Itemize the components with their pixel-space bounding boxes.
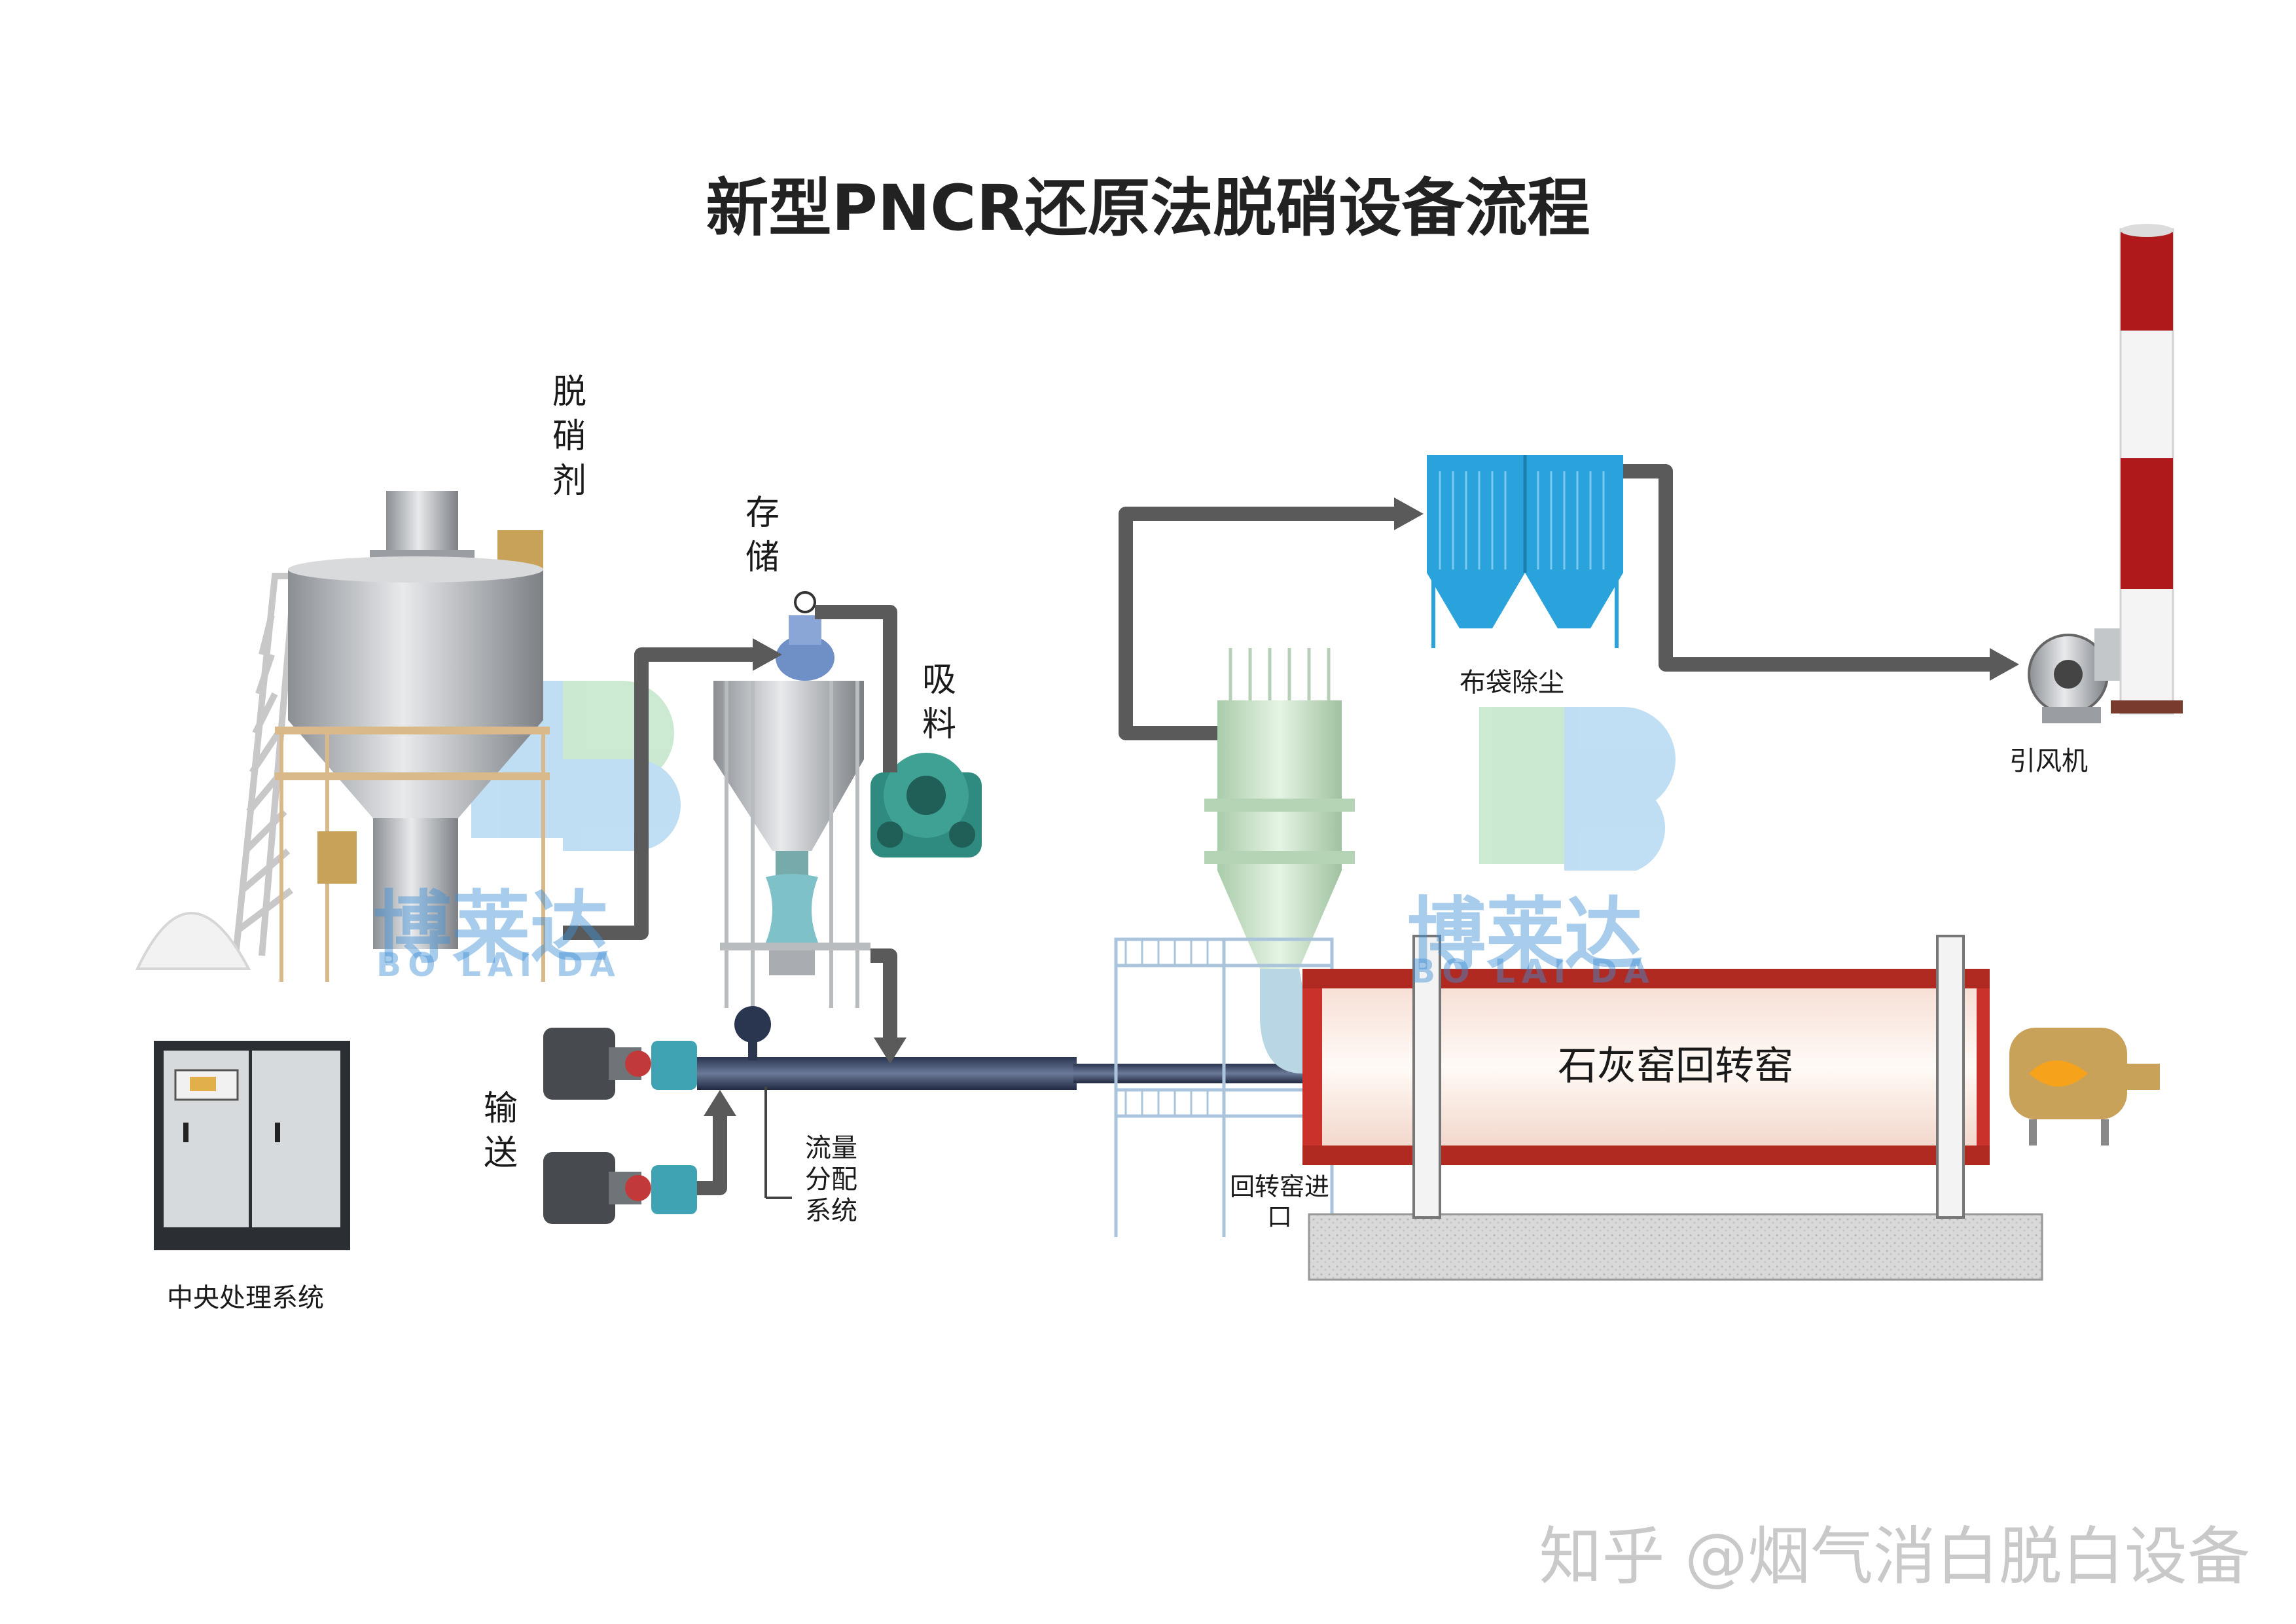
bag-filter: [1427, 455, 1623, 648]
chimney: [2111, 224, 2183, 715]
watermark-brand-en-left: BO LAI DA: [376, 946, 622, 984]
label-central-processing: 中央处理系统: [167, 1283, 324, 1313]
flow-pipes: [563, 464, 2019, 1195]
source-credit: 知乎 @烟气消白脱白设备: [1539, 1520, 2250, 1593]
reagent-silo: [135, 491, 550, 982]
label-suction: 吸料: [922, 660, 956, 744]
label-kiln: 石灰窑回转窑: [1558, 1043, 1793, 1089]
label-bag-filter: 布袋除尘: [1460, 668, 1564, 698]
burner: [2009, 1028, 2160, 1146]
label-reagent: 脱硝剂: [552, 372, 586, 501]
diagram-title: 新型PNCR还原法脱硝设备流程: [706, 171, 1590, 245]
rotary-kiln: [1302, 935, 2043, 1281]
pipe-cyclone-to-bagfilter: [1119, 507, 1394, 740]
label-kiln-inlet: 回转窑进口: [1229, 1172, 1329, 1231]
distribution-pipe: [697, 1006, 1322, 1199]
label-conveying: 输送: [483, 1089, 518, 1173]
conveying-pump-lower: [543, 1152, 697, 1224]
label-induced-fan: 引风机: [2009, 746, 2088, 776]
label-flow-distribution: 流量分配系统: [805, 1133, 857, 1226]
conveying-pump-upper: [543, 1028, 697, 1100]
central-processing-cabinet: [154, 1041, 350, 1250]
pipe-bagfilter-to-fan: [1623, 464, 1990, 672]
suction-fan: [870, 753, 982, 857]
watermark-brand-left: 博莱达: [373, 883, 609, 974]
watermark-brand-en-right: BO LAI DA: [1410, 952, 1656, 990]
watermark-logo-right: [1479, 707, 1676, 871]
conveyor-truss: [232, 573, 298, 956]
pipe-storage-to-conveyor: [870, 948, 897, 1041]
watermark-brand-right: 博莱达: [1407, 890, 1643, 981]
storage-vessel: [713, 591, 870, 1008]
reagent-pile: [135, 912, 251, 970]
pipe-storage-to-fan: [815, 605, 897, 772]
label-storage: 存储: [745, 494, 780, 577]
pipe-lower-pump-up: [697, 1113, 727, 1195]
pipe-silo-to-storage: [563, 647, 753, 940]
